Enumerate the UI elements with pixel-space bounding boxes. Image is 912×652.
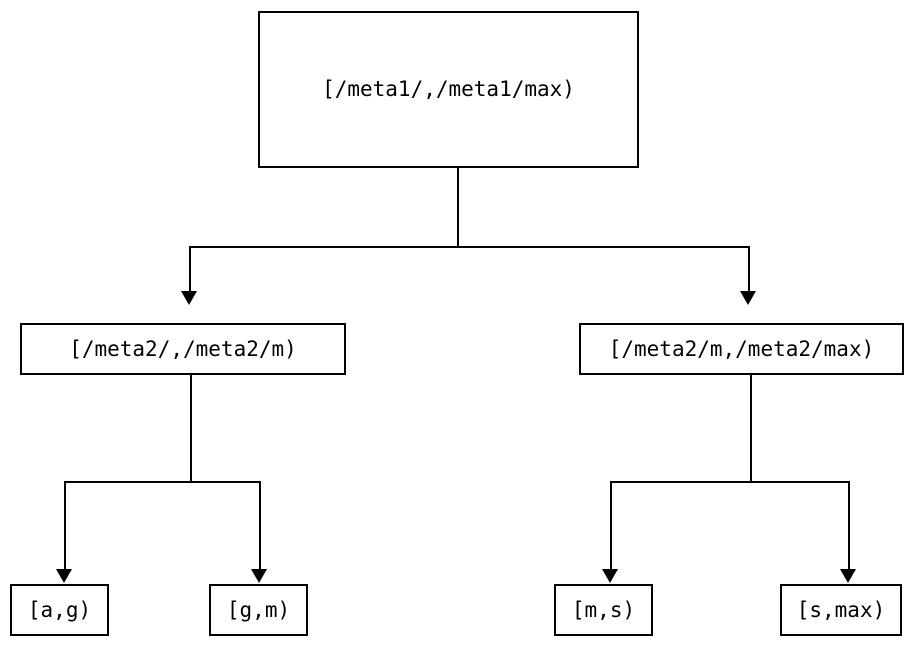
edge-root-to-mid-left <box>189 246 191 292</box>
edge-root-to-mid-right <box>748 246 750 292</box>
node-mid-left[interactable]: [/meta2/,/meta2/m) <box>20 323 346 375</box>
edge-mid-right-to-leaf-4 <box>848 481 850 570</box>
node-leaf-3[interactable]: [m,s) <box>554 584 653 636</box>
node-leaf-4[interactable]: [s,max) <box>780 584 902 636</box>
node-mid-right-label: [/meta2/m,/meta2/max) <box>608 336 875 361</box>
edge-mid-left-to-leaf-1 <box>64 481 66 570</box>
edge-mid-right-to-leaf-3 <box>610 481 612 570</box>
edge-root-stem <box>457 168 459 246</box>
edge-mid-right-stem <box>750 375 752 482</box>
node-leaf-4-label: [s,max) <box>796 597 886 622</box>
edge-mid-left-to-leaf-2 <box>259 481 261 570</box>
edge-root-bar <box>189 246 749 248</box>
node-leaf-3-label: [m,s) <box>571 597 636 622</box>
node-leaf-2[interactable]: [g,m) <box>209 584 308 636</box>
arrowhead-mid-right-to-leaf-3-icon <box>602 569 618 583</box>
arrowhead-root-to-mid-right-icon <box>740 291 756 305</box>
node-mid-left-label: [/meta2/,/meta2/m) <box>69 336 297 361</box>
node-root[interactable]: [/meta1/,/meta1/max) <box>258 11 639 168</box>
arrowhead-mid-left-to-leaf-1-icon <box>56 569 72 583</box>
node-root-label: [/meta1/,/meta1/max) <box>322 77 575 101</box>
arrowhead-root-to-mid-left-icon <box>181 291 197 305</box>
edge-mid-left-bar <box>64 481 261 483</box>
node-leaf-1[interactable]: [a,g) <box>10 584 109 636</box>
edge-mid-left-stem <box>190 375 192 482</box>
node-leaf-1-label: [a,g) <box>27 597 92 622</box>
edge-mid-right-bar <box>610 481 850 483</box>
arrowhead-mid-right-to-leaf-4-icon <box>840 569 856 583</box>
node-mid-right[interactable]: [/meta2/m,/meta2/max) <box>579 323 904 375</box>
node-leaf-2-label: [g,m) <box>226 597 291 622</box>
arrowhead-mid-left-to-leaf-2-icon <box>251 569 267 583</box>
